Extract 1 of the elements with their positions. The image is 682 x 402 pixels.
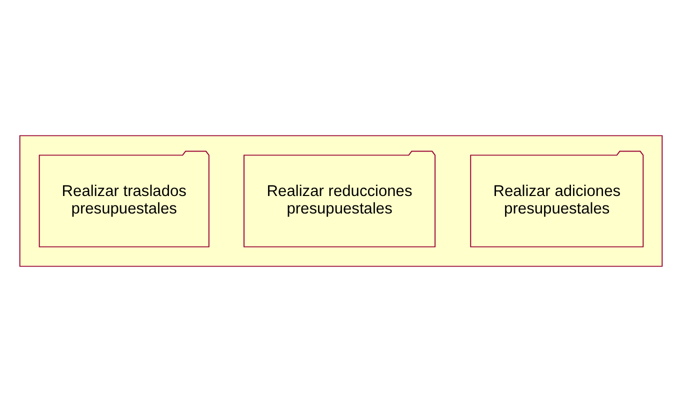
cluster (19, 135, 663, 267)
